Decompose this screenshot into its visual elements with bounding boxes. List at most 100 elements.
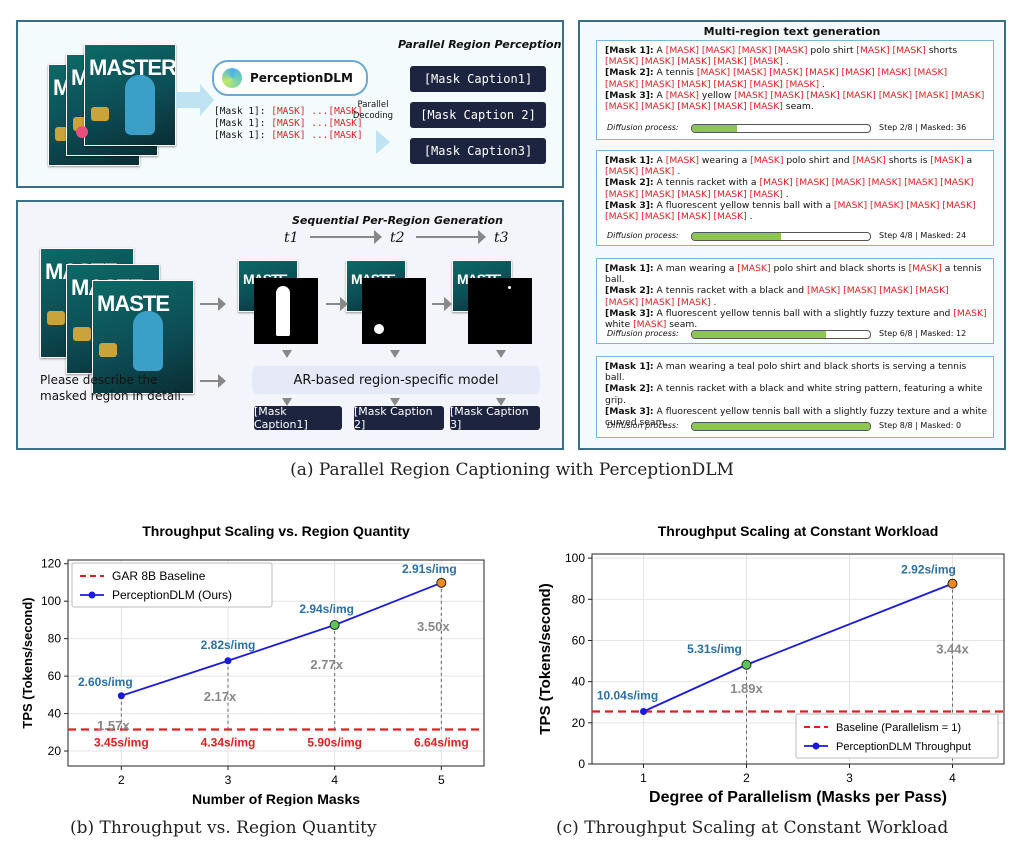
tennis-frame-image: MASTE [92,280,194,394]
panel-title: Sequential Per-Region Generation [292,214,503,227]
mask-line: [Mask 1]: [MASK] ...[MASK] [214,118,363,129]
mask-caption-output: [Mask Caption 2] [410,102,546,128]
x-tick-label: 3 [846,771,853,785]
generation-line: [Mask 3]: A fluorescent yellow tennis ba… [605,405,987,417]
y-tick-label: 60 [572,633,586,647]
generation-line: [Mask 2]: A tennis [MASK] [MASK] [MASK] … [605,67,948,79]
generation-step-box: [Mask 1]: A man wearing a teal polo shir… [596,356,994,438]
generation-step-box: [Mask 1]: A man wearing a [MASK] polo sh… [596,258,994,344]
time-label: 2.91s/img [402,562,457,576]
x-tick-label: 2 [743,771,750,785]
step-status: Step 6/8 | Masked: 12 [879,329,967,338]
progress-bar [691,422,871,431]
baseline-time-label: 4.34s/img [201,735,256,749]
step-status: Step 2/8 | Masked: 36 [879,123,967,132]
generation-line: [Mask 2]: A tennis racket with a [MASK] … [605,177,974,189]
speedup-label: 2.17x [204,689,237,704]
data-point [436,577,447,588]
diffusion-label: Diffusion process: [607,421,679,430]
y-axis-label: TPS (Tokens/second) [20,597,35,728]
baseline-time-label: 3.45s/img [94,735,149,749]
parallel-decoding-label: Parallel Decoding [352,100,394,121]
progress-bar [691,330,871,339]
right-arrow-icon [200,84,214,116]
mask-line: [Mask 1]: [MASK] ...[MASK] [214,106,363,117]
generation-line: [Mask 1]: A [MASK] wearing a [MASK] polo… [605,155,973,166]
mask-caption-output: [Mask Caption1] [254,405,342,431]
swirl-logo-icon [222,68,242,88]
data-point [117,692,125,700]
down-arrow-icon [282,398,292,406]
x-tick-label: 3 [225,773,232,787]
legend-baseline-label: GAR 8B Baseline [112,569,206,583]
data-point [640,708,647,715]
figure-c-caption: (c) Throughput Scaling at Constant Workl… [556,818,949,838]
speedup-label: 1.57x [97,718,130,733]
throughput-vs-region-chart: Throughput Scaling vs. Region Quantity 20… [20,523,485,806]
time-label: 2.94s/img [299,602,354,616]
down-arrow-icon [390,350,400,358]
y-tick-label: 80 [48,632,62,646]
arrow-line [200,303,220,305]
generation-line: [MASK] [MASK] [MASK] [MASK] [MASK] [MASK… [605,78,825,90]
panel-title: Parallel Region Perception [398,38,562,51]
plot-frame [591,553,1005,765]
generation-line: [Mask 3]: A fluorescent yellow tennis ba… [605,307,987,319]
diffusion-label: Diffusion process: [607,123,679,132]
arrow-line [326,303,342,305]
generation-line: [Mask 3]: A fluorescent yellow tennis ba… [605,199,976,211]
x-tick-label: 5 [438,773,445,787]
speedup-label: 3.44x [936,642,969,657]
speedup-label: 2.77x [310,657,343,672]
y-tick-label: 20 [48,744,62,758]
right-arrow-icon [374,230,382,244]
mask-line: [Mask 1]: [MASK] ...[MASK] [214,130,363,141]
y-tick-label: 100 [565,551,585,565]
y-tick-label: 20 [572,716,586,730]
generation-line: curved seam. [605,417,668,429]
right-arrow-icon [176,92,200,108]
parallel-perception-panel: MASTE MASTE MASTERS PerceptionDLM [Mask … [16,20,564,188]
y-axis-label: TPS (Tokens/second) [537,583,554,734]
right-arrow-icon [218,374,226,388]
time-label: 2.92s/img [901,563,956,577]
mask-caption-output: [Mask Caption 3] [450,405,540,431]
right-arrow-icon [478,230,486,244]
mask-input-lines: [Mask 1]: [MASK] ...[MASK] [Mask 1]: [MA… [214,106,363,142]
racket-mask-image [362,278,426,344]
timestep-label: t3 [494,230,509,246]
y-tick-label: 60 [48,669,62,683]
mask-caption-output: [Mask Caption3] [410,138,546,164]
model-name: PerceptionDLM [250,71,353,85]
generation-line: [MASK] [MASK] [MASK] [MASK] [MASK] seam. [605,101,814,113]
generation-line: [Mask 3]: A [MASK] yellow [MASK] [MASK] … [605,89,985,101]
ar-model-box: AR-based region-specific model [252,366,540,394]
baseline-time-label: 6.64s/img [414,735,469,749]
speedup-label: 1.89x [730,681,763,696]
x-tick-label: 1 [640,771,647,785]
y-tick-label: 40 [48,707,62,721]
generation-line: [Mask 1]: A [MASK] [MASK] [MASK] [MASK] … [605,45,958,56]
model-badge: PerceptionDLM [212,60,368,96]
figure-a-caption: (a) Parallel Region Captioning with Perc… [290,460,734,480]
progress-bar [691,232,871,241]
data-point [947,578,958,589]
timestep-label: t2 [390,230,405,246]
tennis-frame-image: MASTERS [84,44,176,146]
data-point [224,657,232,665]
legend-series-marker [812,742,820,750]
timestep-label: t1 [284,230,299,246]
generation-line: [MASK] [MASK] . [605,166,681,178]
legend-series-label: PerceptionDLM Throughput [836,741,971,753]
right-arrow-icon [444,297,452,311]
chart-title: Throughput Scaling vs. Region Quantity [142,523,410,539]
time-label: 2.82s/img [201,638,256,652]
time-label: 2.60s/img [78,675,133,689]
down-arrow-icon [282,350,292,358]
y-tick-label: 40 [572,675,586,689]
sequential-generation-panel: Sequential Per-Region Generation MASTE M… [16,200,564,450]
right-arrow-icon [218,297,226,311]
step-status: Step 8/8 | Masked: 0 [879,421,962,430]
generation-step-box: [Mask 1]: A [MASK] wearing a [MASK] polo… [596,150,994,246]
x-axis-label: Number of Region Masks [192,791,360,806]
